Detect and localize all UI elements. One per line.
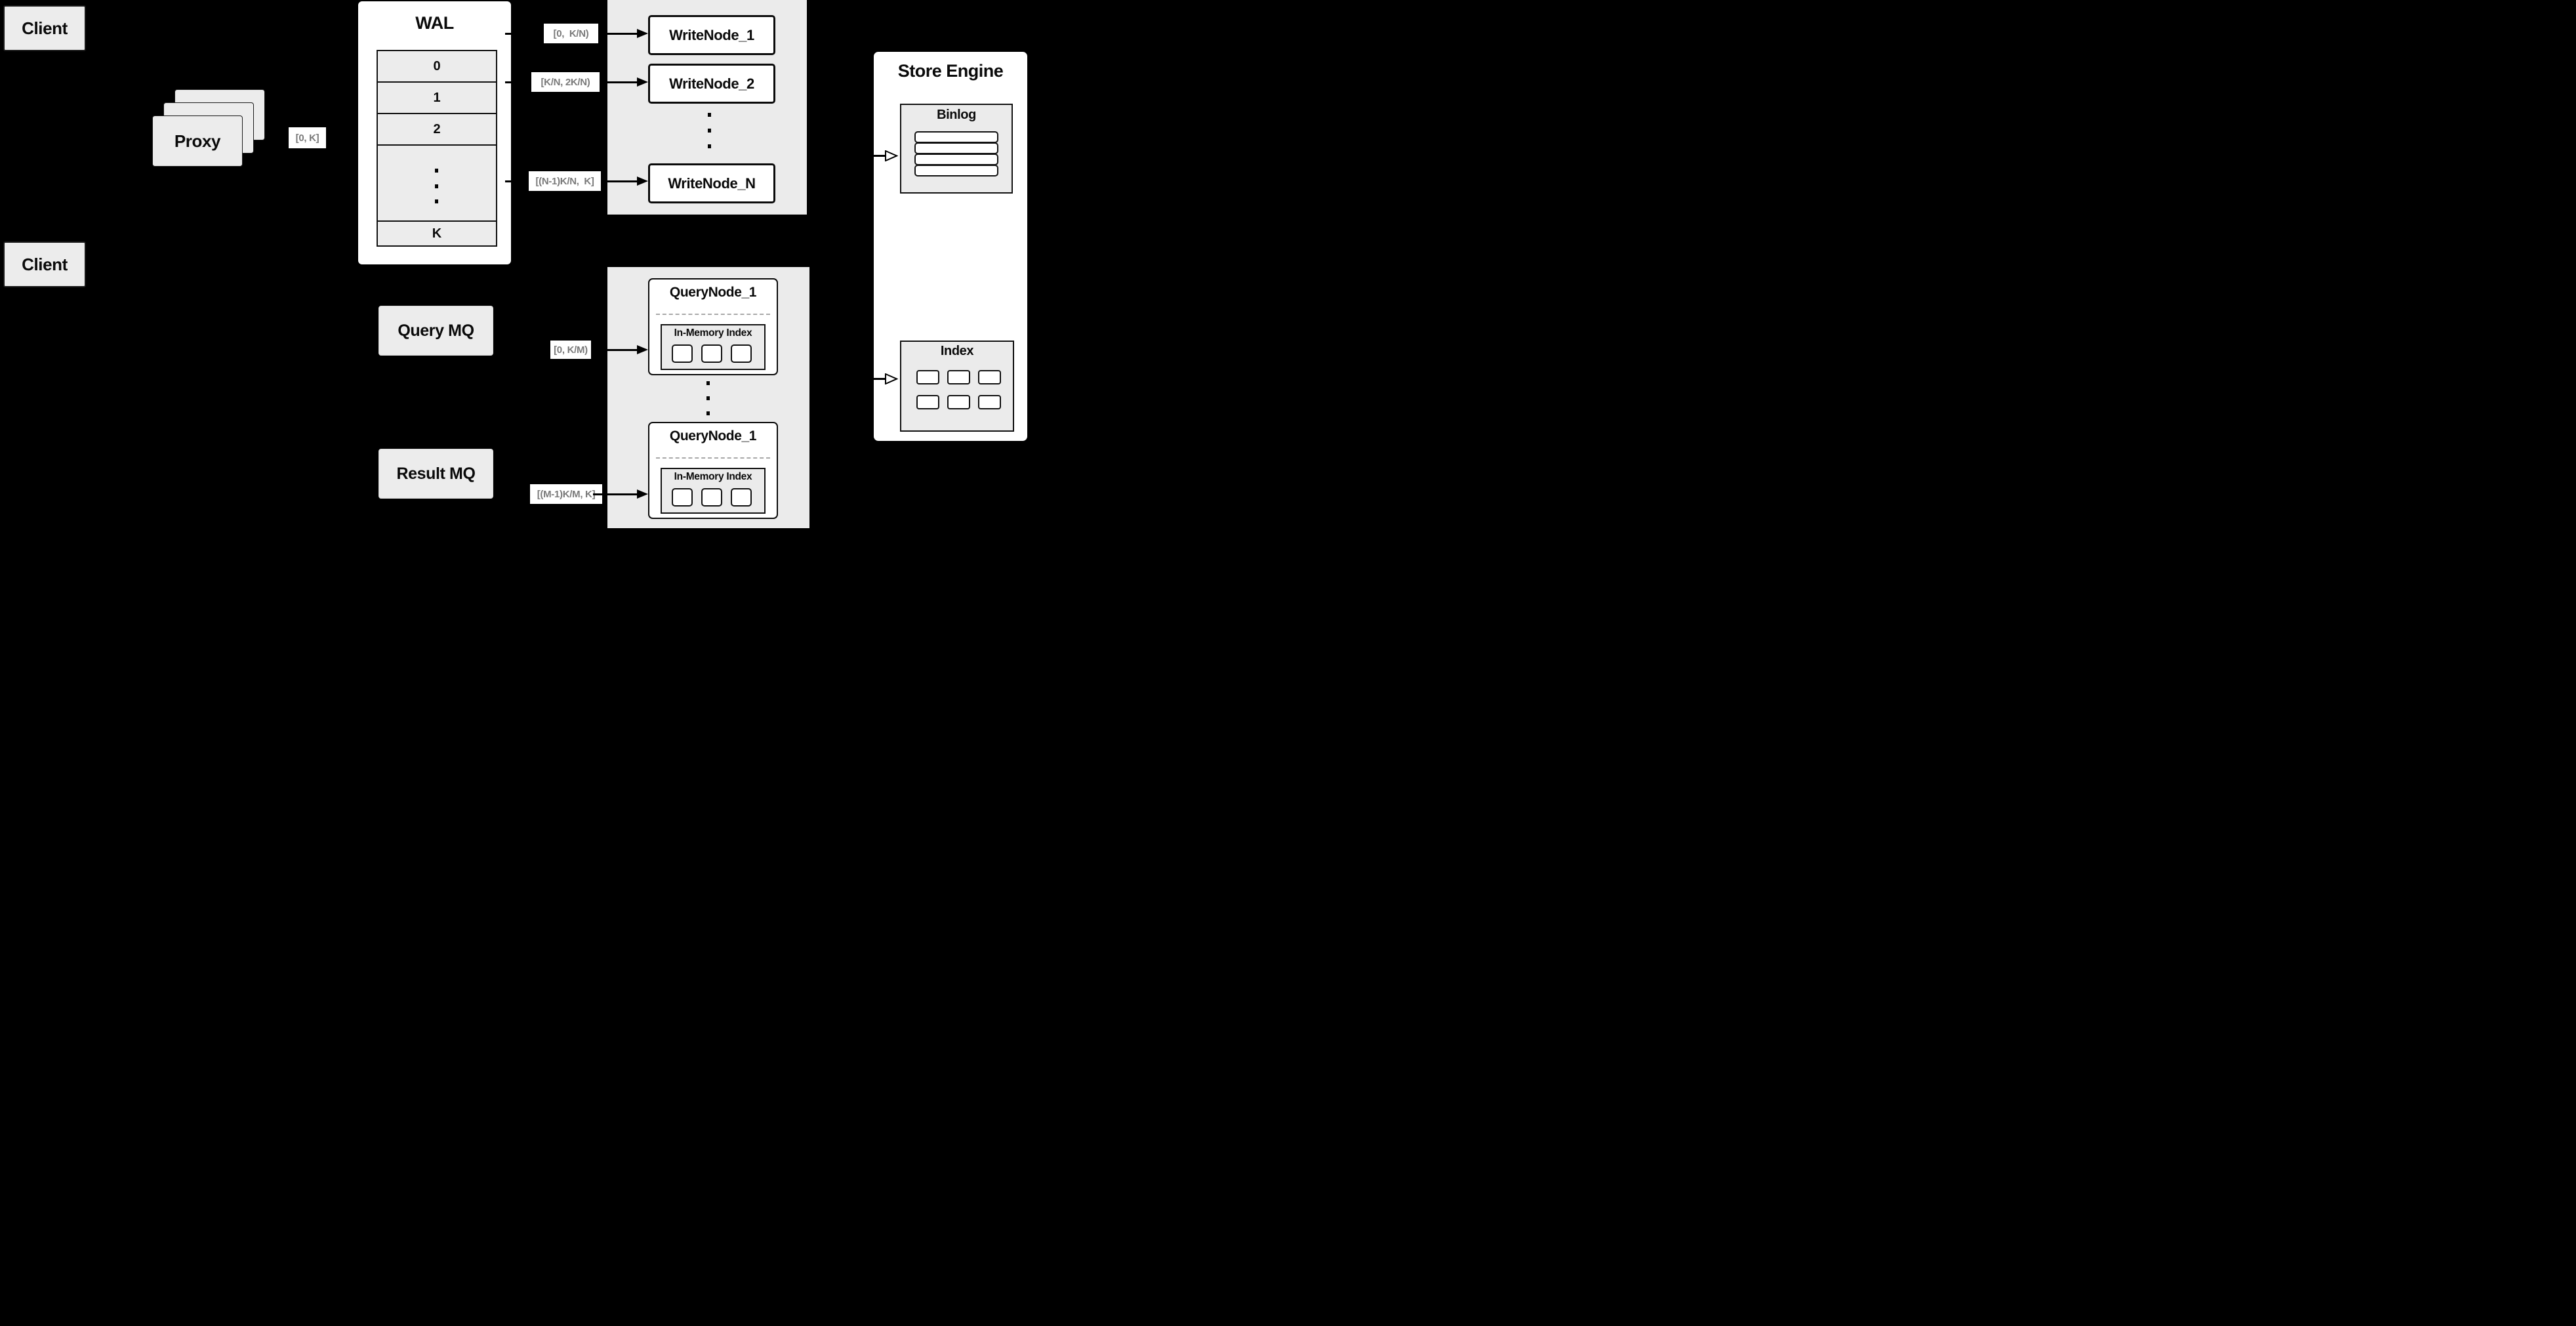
arrow-right-icon [637,345,648,354]
in-memory-index-title: In-Memory Index [674,327,752,339]
write-node-n: WriteNode_N [648,163,775,203]
in-memory-index-box: In-Memory Index [661,468,766,514]
proxy-range-label: [0, K] [289,127,326,148]
ellipsis-dot [708,113,711,117]
binlog-title: Binlog [937,108,976,122]
write-node-2-label: WriteNode_2 [669,75,754,92]
wal-row-0: 0 [378,51,496,83]
wal-row-k-label: K [432,226,442,241]
proxy-label: Proxy [174,131,221,151]
index-segment [672,488,693,507]
write-node-n-label: WriteNode_N [668,175,756,192]
query-node-1: QueryNode_1 In-Memory Index [648,278,778,375]
index-title: Index [940,344,974,358]
arrow-shaft [601,180,637,182]
ellipsis-dot [708,144,711,148]
wal-row-k: K [378,222,496,245]
open-arrow-right-icon [885,150,898,161]
arrow-shaft [593,348,637,351]
binlog-segment [914,165,998,176]
arrow-to-query-node-1 [593,345,648,354]
query-mq-box: Query MQ [378,306,493,356]
wal-row-0-label: 0 [433,58,441,73]
binlog-arrow-shaft [874,155,885,157]
wal-row-1: 1 [378,83,496,114]
ellipsis-dot [435,184,438,188]
index-segment [731,344,752,363]
wal-out-stub [505,180,539,182]
ellipsis-dot [708,129,711,133]
wal-title: WAL [415,13,454,33]
arrow-right-icon [637,77,648,87]
write-node-2: WriteNode_2 [648,64,775,104]
arrow-to-query-node-m [593,489,648,499]
ellipsis-dot [435,199,438,203]
binlog-segment [914,142,998,154]
query-node-1-title: QueryNode_1 [669,285,757,300]
binlog-segment [914,154,998,165]
index-segment [672,344,693,363]
index-segment [916,370,939,384]
query-range-label-1: [0, K/M) [550,341,591,359]
index-segment [731,488,752,507]
arrow-shaft [593,493,637,495]
in-memory-index-title: In-Memory Index [674,471,752,482]
query-node-m-title: QueryNode_1 [669,428,757,444]
arrow-right-icon [637,176,648,186]
client-box-top: Client [3,5,86,51]
arrow-right-icon [637,29,648,38]
index-arrow-shaft [874,378,885,380]
open-arrow-right-icon [885,373,898,384]
index-segment [978,395,1001,409]
architecture-diagram: Client Client Proxy [0, K] WAL 0 1 2 K [0,0,1029,529]
query-node-m: QueryNode_1 In-Memory Index [648,422,778,519]
index-segment [701,488,722,507]
arrow-shaft [601,32,637,35]
client-bottom-label: Client [22,254,68,274]
wal-table: 0 1 2 K [377,50,497,247]
index-segment [978,370,1001,384]
ellipsis-dot [706,396,710,400]
arrow-to-write-node-1 [601,29,648,38]
wal-row-ellipsis [378,146,496,222]
arrow-right-icon [637,489,648,499]
ellipsis-dot [435,169,438,173]
client-box-bottom: Client [3,241,86,287]
dashed-divider [656,457,770,459]
write-node-1: WriteNode_1 [648,15,775,55]
ellipsis-dot [706,411,710,415]
wal-row-2: 2 [378,114,496,146]
write-range-label-n: [(N-1)K/N, K] [529,171,601,191]
client-top-label: Client [22,18,68,38]
in-memory-index-box: In-Memory Index [661,324,766,370]
index-box: Index [900,341,1014,432]
arrow-to-write-node-2 [601,77,648,87]
index-segment [947,370,970,384]
ellipsis-dot [706,381,710,385]
index-segment [916,395,939,409]
arrow-shaft [601,81,637,83]
store-engine-panel: Store Engine Binlog Index [874,52,1027,441]
proxy-card-front: Proxy [152,115,243,167]
write-node-1-label: WriteNode_1 [669,26,754,43]
query-range-label-m: [(M-1)K/M, K] [530,484,602,504]
query-mq-label: Query MQ [398,321,474,340]
wal-out-stub [505,81,539,83]
write-range-label-1: [0, K/N) [544,24,598,43]
wal-row-2-label: 2 [433,121,441,136]
write-range-label-2: [K/N, 2K/N) [531,72,600,92]
wal-row-1-label: 1 [433,90,441,105]
result-mq-label: Result MQ [396,464,476,483]
index-segment [701,344,722,363]
dashed-divider [656,314,770,315]
arrow-to-write-node-n [601,176,648,186]
wal-out-stub [505,33,539,35]
index-segment [947,395,970,409]
binlog-segment [914,131,998,143]
binlog-box: Binlog [900,104,1013,194]
store-engine-title: Store Engine [897,61,1004,81]
result-mq-box: Result MQ [378,449,493,499]
